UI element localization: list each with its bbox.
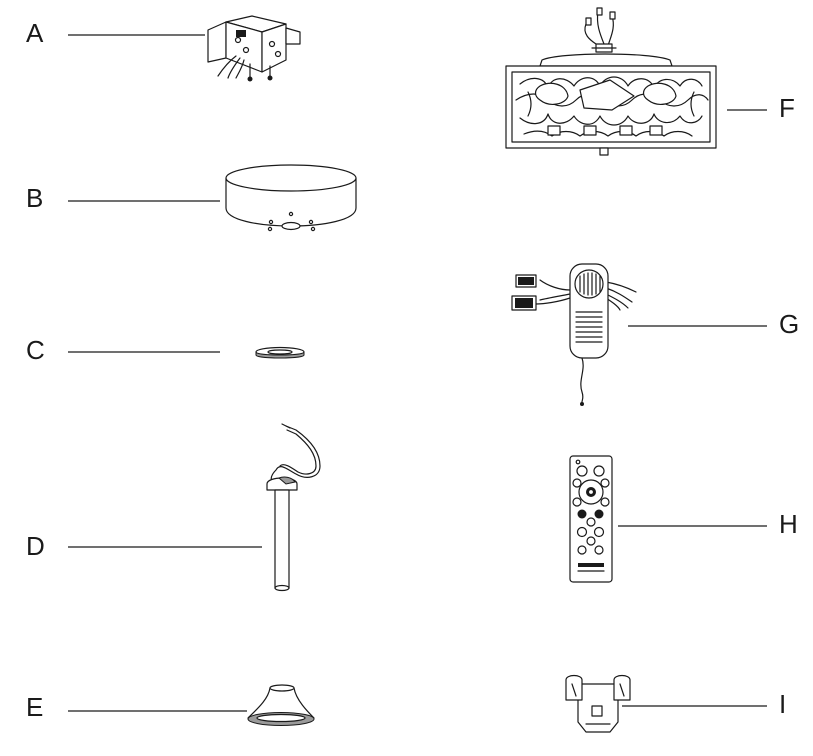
fan-body-shade-icon xyxy=(505,7,717,156)
canopy-icon xyxy=(225,164,357,232)
label-c: C xyxy=(26,335,45,365)
remote-control-icon xyxy=(569,455,613,583)
remote-holder-icon xyxy=(565,674,631,733)
downrod-icon xyxy=(266,423,321,592)
mounting-bracket-icon xyxy=(207,15,301,82)
label-b: B xyxy=(26,183,43,213)
label-g: G xyxy=(779,309,799,339)
label-i: I xyxy=(779,689,786,719)
label-e: E xyxy=(26,692,43,722)
label-a: A xyxy=(26,18,44,48)
label-h: H xyxy=(779,509,798,539)
label-d: D xyxy=(26,531,45,561)
downrod-cover-icon xyxy=(247,684,315,726)
canopy-ring-icon xyxy=(255,346,305,359)
receiver-icon xyxy=(511,263,637,406)
label-f: F xyxy=(779,93,795,123)
